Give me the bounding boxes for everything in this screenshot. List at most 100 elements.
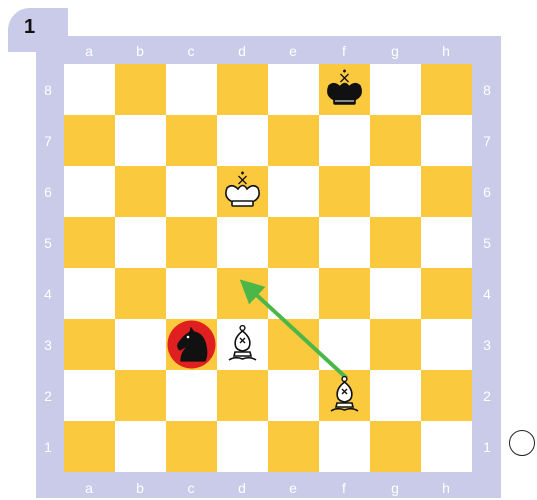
- empty-circle-icon[interactable]: [509, 430, 535, 456]
- square-f6[interactable]: [319, 166, 370, 217]
- square-b2[interactable]: [115, 370, 166, 421]
- square-h6[interactable]: [421, 166, 472, 217]
- rank-label-left: 1: [38, 440, 58, 454]
- square-b6[interactable]: [115, 166, 166, 217]
- file-label-bottom: b: [130, 481, 150, 495]
- rank-label-right: 4: [477, 287, 497, 301]
- rank-label-left: 5: [38, 236, 58, 250]
- square-d4[interactable]: [217, 268, 268, 319]
- file-label-bottom: d: [232, 481, 252, 495]
- square-g1[interactable]: [370, 421, 421, 472]
- square-a5[interactable]: [64, 217, 115, 268]
- square-a4[interactable]: [64, 268, 115, 319]
- square-b7[interactable]: [115, 115, 166, 166]
- rank-label-right: 5: [477, 236, 497, 250]
- square-e8[interactable]: [268, 64, 319, 115]
- square-b3[interactable]: [115, 319, 166, 370]
- square-g6[interactable]: [370, 166, 421, 217]
- square-h7[interactable]: [421, 115, 472, 166]
- square-d2[interactable]: [217, 370, 268, 421]
- square-g7[interactable]: [370, 115, 421, 166]
- square-h8[interactable]: [421, 64, 472, 115]
- white-bishop-icon[interactable]: [217, 319, 268, 370]
- black-knight-icon[interactable]: [166, 319, 217, 370]
- square-c2[interactable]: [166, 370, 217, 421]
- square-c5[interactable]: [166, 217, 217, 268]
- square-e3[interactable]: [268, 319, 319, 370]
- square-g8[interactable]: [370, 64, 421, 115]
- square-d1[interactable]: [217, 421, 268, 472]
- puzzle-number: 1: [24, 16, 35, 39]
- black-king-icon[interactable]: [319, 64, 370, 115]
- square-b8[interactable]: [115, 64, 166, 115]
- square-b4[interactable]: [115, 268, 166, 319]
- square-c4[interactable]: [166, 268, 217, 319]
- square-h5[interactable]: [421, 217, 472, 268]
- square-g2[interactable]: [370, 370, 421, 421]
- square-e6[interactable]: [268, 166, 319, 217]
- square-a6[interactable]: [64, 166, 115, 217]
- square-h4[interactable]: [421, 268, 472, 319]
- square-g4[interactable]: [370, 268, 421, 319]
- rank-label-right: 8: [477, 83, 497, 97]
- square-c7[interactable]: [166, 115, 217, 166]
- file-label-bottom: g: [385, 481, 405, 495]
- rank-label-right: 6: [477, 185, 497, 199]
- square-d7[interactable]: [217, 115, 268, 166]
- file-label-top: h: [436, 44, 456, 58]
- square-d5[interactable]: [217, 217, 268, 268]
- square-f4[interactable]: [319, 268, 370, 319]
- file-label-top: b: [130, 44, 150, 58]
- square-f3[interactable]: [319, 319, 370, 370]
- square-e7[interactable]: [268, 115, 319, 166]
- square-a2[interactable]: [64, 370, 115, 421]
- square-h1[interactable]: [421, 421, 472, 472]
- file-label-bottom: f: [334, 481, 354, 495]
- square-f5[interactable]: [319, 217, 370, 268]
- rank-label-right: 7: [477, 134, 497, 148]
- square-b5[interactable]: [115, 217, 166, 268]
- square-e5[interactable]: [268, 217, 319, 268]
- white-king-icon[interactable]: [217, 166, 268, 217]
- square-b1[interactable]: [115, 421, 166, 472]
- rank-label-left: 7: [38, 134, 58, 148]
- file-label-bottom: a: [79, 481, 99, 495]
- square-f1[interactable]: [319, 421, 370, 472]
- rank-label-left: 4: [38, 287, 58, 301]
- square-a7[interactable]: [64, 115, 115, 166]
- file-label-bottom: h: [436, 481, 456, 495]
- file-label-top: d: [232, 44, 252, 58]
- square-e2[interactable]: [268, 370, 319, 421]
- square-h3[interactable]: [421, 319, 472, 370]
- puzzle-tab: [8, 8, 68, 52]
- square-a3[interactable]: [64, 319, 115, 370]
- file-label-bottom: e: [283, 481, 303, 495]
- file-label-top: f: [334, 44, 354, 58]
- file-label-top: g: [385, 44, 405, 58]
- rank-label-left: 8: [38, 83, 58, 97]
- rank-label-right: 2: [477, 389, 497, 403]
- rank-label-right: 3: [477, 338, 497, 352]
- rank-label-right: 1: [477, 440, 497, 454]
- square-a8[interactable]: [64, 64, 115, 115]
- square-c6[interactable]: [166, 166, 217, 217]
- square-e4[interactable]: [268, 268, 319, 319]
- square-c1[interactable]: [166, 421, 217, 472]
- file-label-top: c: [181, 44, 201, 58]
- rank-label-left: 6: [38, 185, 58, 199]
- white-bishop-icon[interactable]: [319, 370, 370, 421]
- file-label-top: e: [283, 44, 303, 58]
- square-a1[interactable]: [64, 421, 115, 472]
- square-g3[interactable]: [370, 319, 421, 370]
- square-g5[interactable]: [370, 217, 421, 268]
- file-label-top: a: [79, 44, 99, 58]
- file-label-bottom: c: [181, 481, 201, 495]
- rank-label-left: 3: [38, 338, 58, 352]
- square-f7[interactable]: [319, 115, 370, 166]
- chess-board[interactable]: [64, 64, 472, 472]
- square-d8[interactable]: [217, 64, 268, 115]
- square-c8[interactable]: [166, 64, 217, 115]
- square-h2[interactable]: [421, 370, 472, 421]
- rank-label-left: 2: [38, 389, 58, 403]
- square-e1[interactable]: [268, 421, 319, 472]
